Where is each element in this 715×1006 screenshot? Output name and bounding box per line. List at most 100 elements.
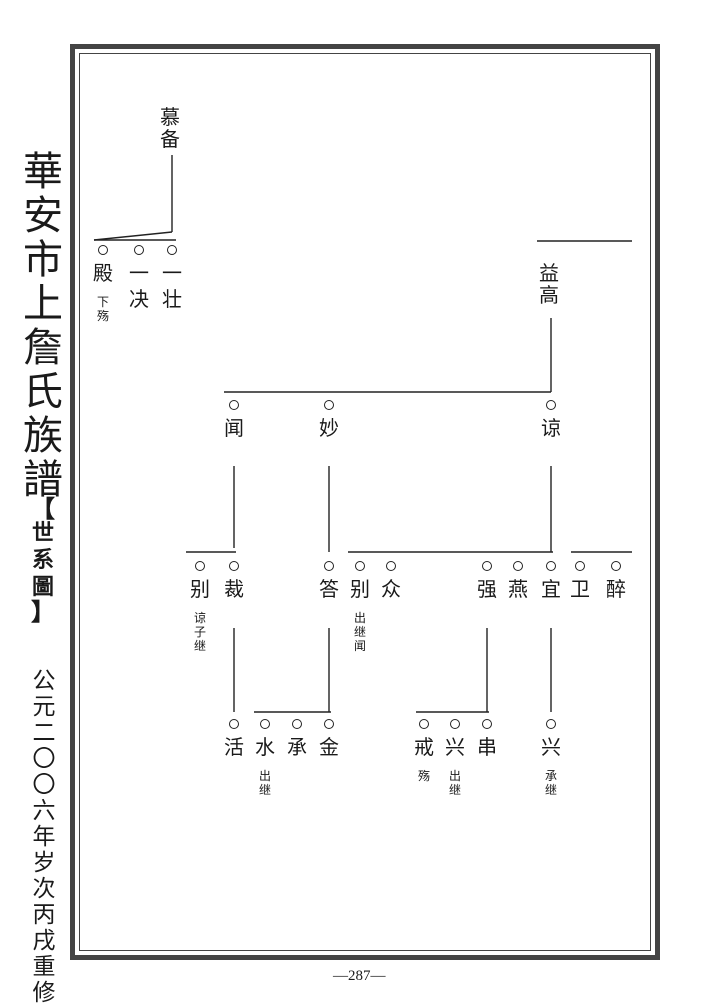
note-glyph: 出 <box>258 769 271 783</box>
person-node: 答 <box>314 561 344 602</box>
glyph: 次 <box>32 876 56 902</box>
person-node: 活 <box>219 719 249 760</box>
person-name: 兴 <box>445 735 465 759</box>
person-name: 别 <box>190 577 210 601</box>
glyph: 族 <box>23 413 63 459</box>
person-name: 众 <box>381 577 401 601</box>
person-note: 谅子继 <box>192 611 208 653</box>
person-node: 别 <box>185 561 215 602</box>
page-outer-border <box>70 44 660 960</box>
ancestor-mubei: 慕备 <box>160 106 180 151</box>
person-name: 醉 <box>606 577 626 601</box>
circle-marker-icon <box>195 561 205 571</box>
person-node: 裁 <box>219 561 249 602</box>
glyph: 益 <box>539 261 559 285</box>
note-glyph: 下 <box>96 295 109 309</box>
circle-marker-icon <box>324 719 334 729</box>
person-name: 戒 <box>414 735 434 759</box>
note-glyph: 谅 <box>193 611 206 625</box>
person-node: 戒 <box>409 719 439 760</box>
glyph: 戌 <box>32 928 56 954</box>
circle-marker-icon <box>229 719 239 729</box>
circle-marker-icon <box>611 561 621 571</box>
person-node: 殿 <box>88 245 118 286</box>
person-node: 承 <box>282 719 312 760</box>
glyph: 圖 <box>31 574 54 600</box>
circle-marker-icon <box>292 719 302 729</box>
person-name: 卫 <box>570 577 590 601</box>
person-name: 承 <box>287 735 307 759</box>
glyph: 高 <box>539 283 559 307</box>
circle-marker-icon <box>229 561 239 571</box>
note-glyph: 殇 <box>417 769 430 783</box>
glyph: 上 <box>23 281 63 327</box>
glyph: 系 <box>31 547 54 573</box>
circle-marker-icon <box>546 561 556 571</box>
person-node: 宜 <box>536 561 566 602</box>
glyph: 詹 <box>23 325 63 371</box>
person-node: 别 <box>345 561 375 602</box>
person-node: 兴 <box>536 719 566 760</box>
circle-marker-icon <box>98 245 108 255</box>
person-node: 妙 <box>314 400 344 441</box>
glyph: 丙 <box>32 902 56 928</box>
person-name: 谅 <box>541 416 561 440</box>
person-name: 一决 <box>129 261 149 311</box>
person-name: 活 <box>224 735 244 759</box>
ancestor-yigao: 益高 <box>539 261 559 307</box>
circle-marker-icon <box>167 245 177 255</box>
revision-note: 公元二〇〇六年岁次丙戌重修 <box>26 668 62 1006</box>
glyph: 市 <box>23 237 63 283</box>
glyph: 公 <box>32 668 56 694</box>
person-node: 强 <box>472 561 502 602</box>
person-name: 串 <box>477 735 497 759</box>
person-node: 兴 <box>440 719 470 760</box>
person-note: 出继闻 <box>352 611 368 653</box>
person-node: 谅 <box>536 400 566 441</box>
circle-marker-icon <box>546 719 556 729</box>
person-name: 强 <box>477 577 497 601</box>
person-note: 出继 <box>447 769 463 797</box>
person-node: 一壮 <box>157 245 187 312</box>
glyph: 备 <box>160 127 180 151</box>
glyph: 世 <box>31 520 54 546</box>
bracket-close: 】 <box>31 597 55 626</box>
glyph: 元 <box>32 694 56 720</box>
circle-marker-icon <box>386 561 396 571</box>
note-glyph: 继 <box>193 639 206 653</box>
person-note: 殇 <box>416 769 432 783</box>
person-name: 兴 <box>541 735 561 759</box>
glyph: 〇 <box>32 746 56 772</box>
person-name: 妙 <box>319 416 339 440</box>
person-node: 燕 <box>503 561 533 602</box>
note-glyph: 出 <box>448 769 461 783</box>
page-inner-border <box>79 53 651 951</box>
glyph: 譜 <box>23 457 63 503</box>
note-glyph: 继 <box>544 783 557 797</box>
book-title: 華安市上詹氏族譜 <box>16 150 70 502</box>
circle-marker-icon <box>450 719 460 729</box>
note-glyph: 子 <box>193 625 206 639</box>
circle-marker-icon <box>134 245 144 255</box>
person-node: 金 <box>314 719 344 760</box>
glyph: 六 <box>32 798 56 824</box>
person-name: 裁 <box>224 577 244 601</box>
note-glyph: 继 <box>448 783 461 797</box>
circle-marker-icon <box>513 561 523 571</box>
circle-marker-icon <box>260 719 270 729</box>
person-node: 醉 <box>601 561 631 602</box>
page-number: —287— <box>333 968 386 984</box>
person-node: 闻 <box>219 400 249 441</box>
circle-marker-icon <box>324 561 334 571</box>
section-title: 【 世系圖 】 <box>22 497 64 626</box>
person-name: 别 <box>350 577 370 601</box>
circle-marker-icon <box>546 400 556 410</box>
person-note: 承继 <box>543 769 559 797</box>
person-note: 下殇 <box>95 295 111 323</box>
person-name: 答 <box>319 577 339 601</box>
person-name: 宜 <box>541 577 561 601</box>
person-name: 殿 <box>93 261 113 285</box>
person-node: 串 <box>472 719 502 760</box>
person-name: 水 <box>255 735 275 759</box>
